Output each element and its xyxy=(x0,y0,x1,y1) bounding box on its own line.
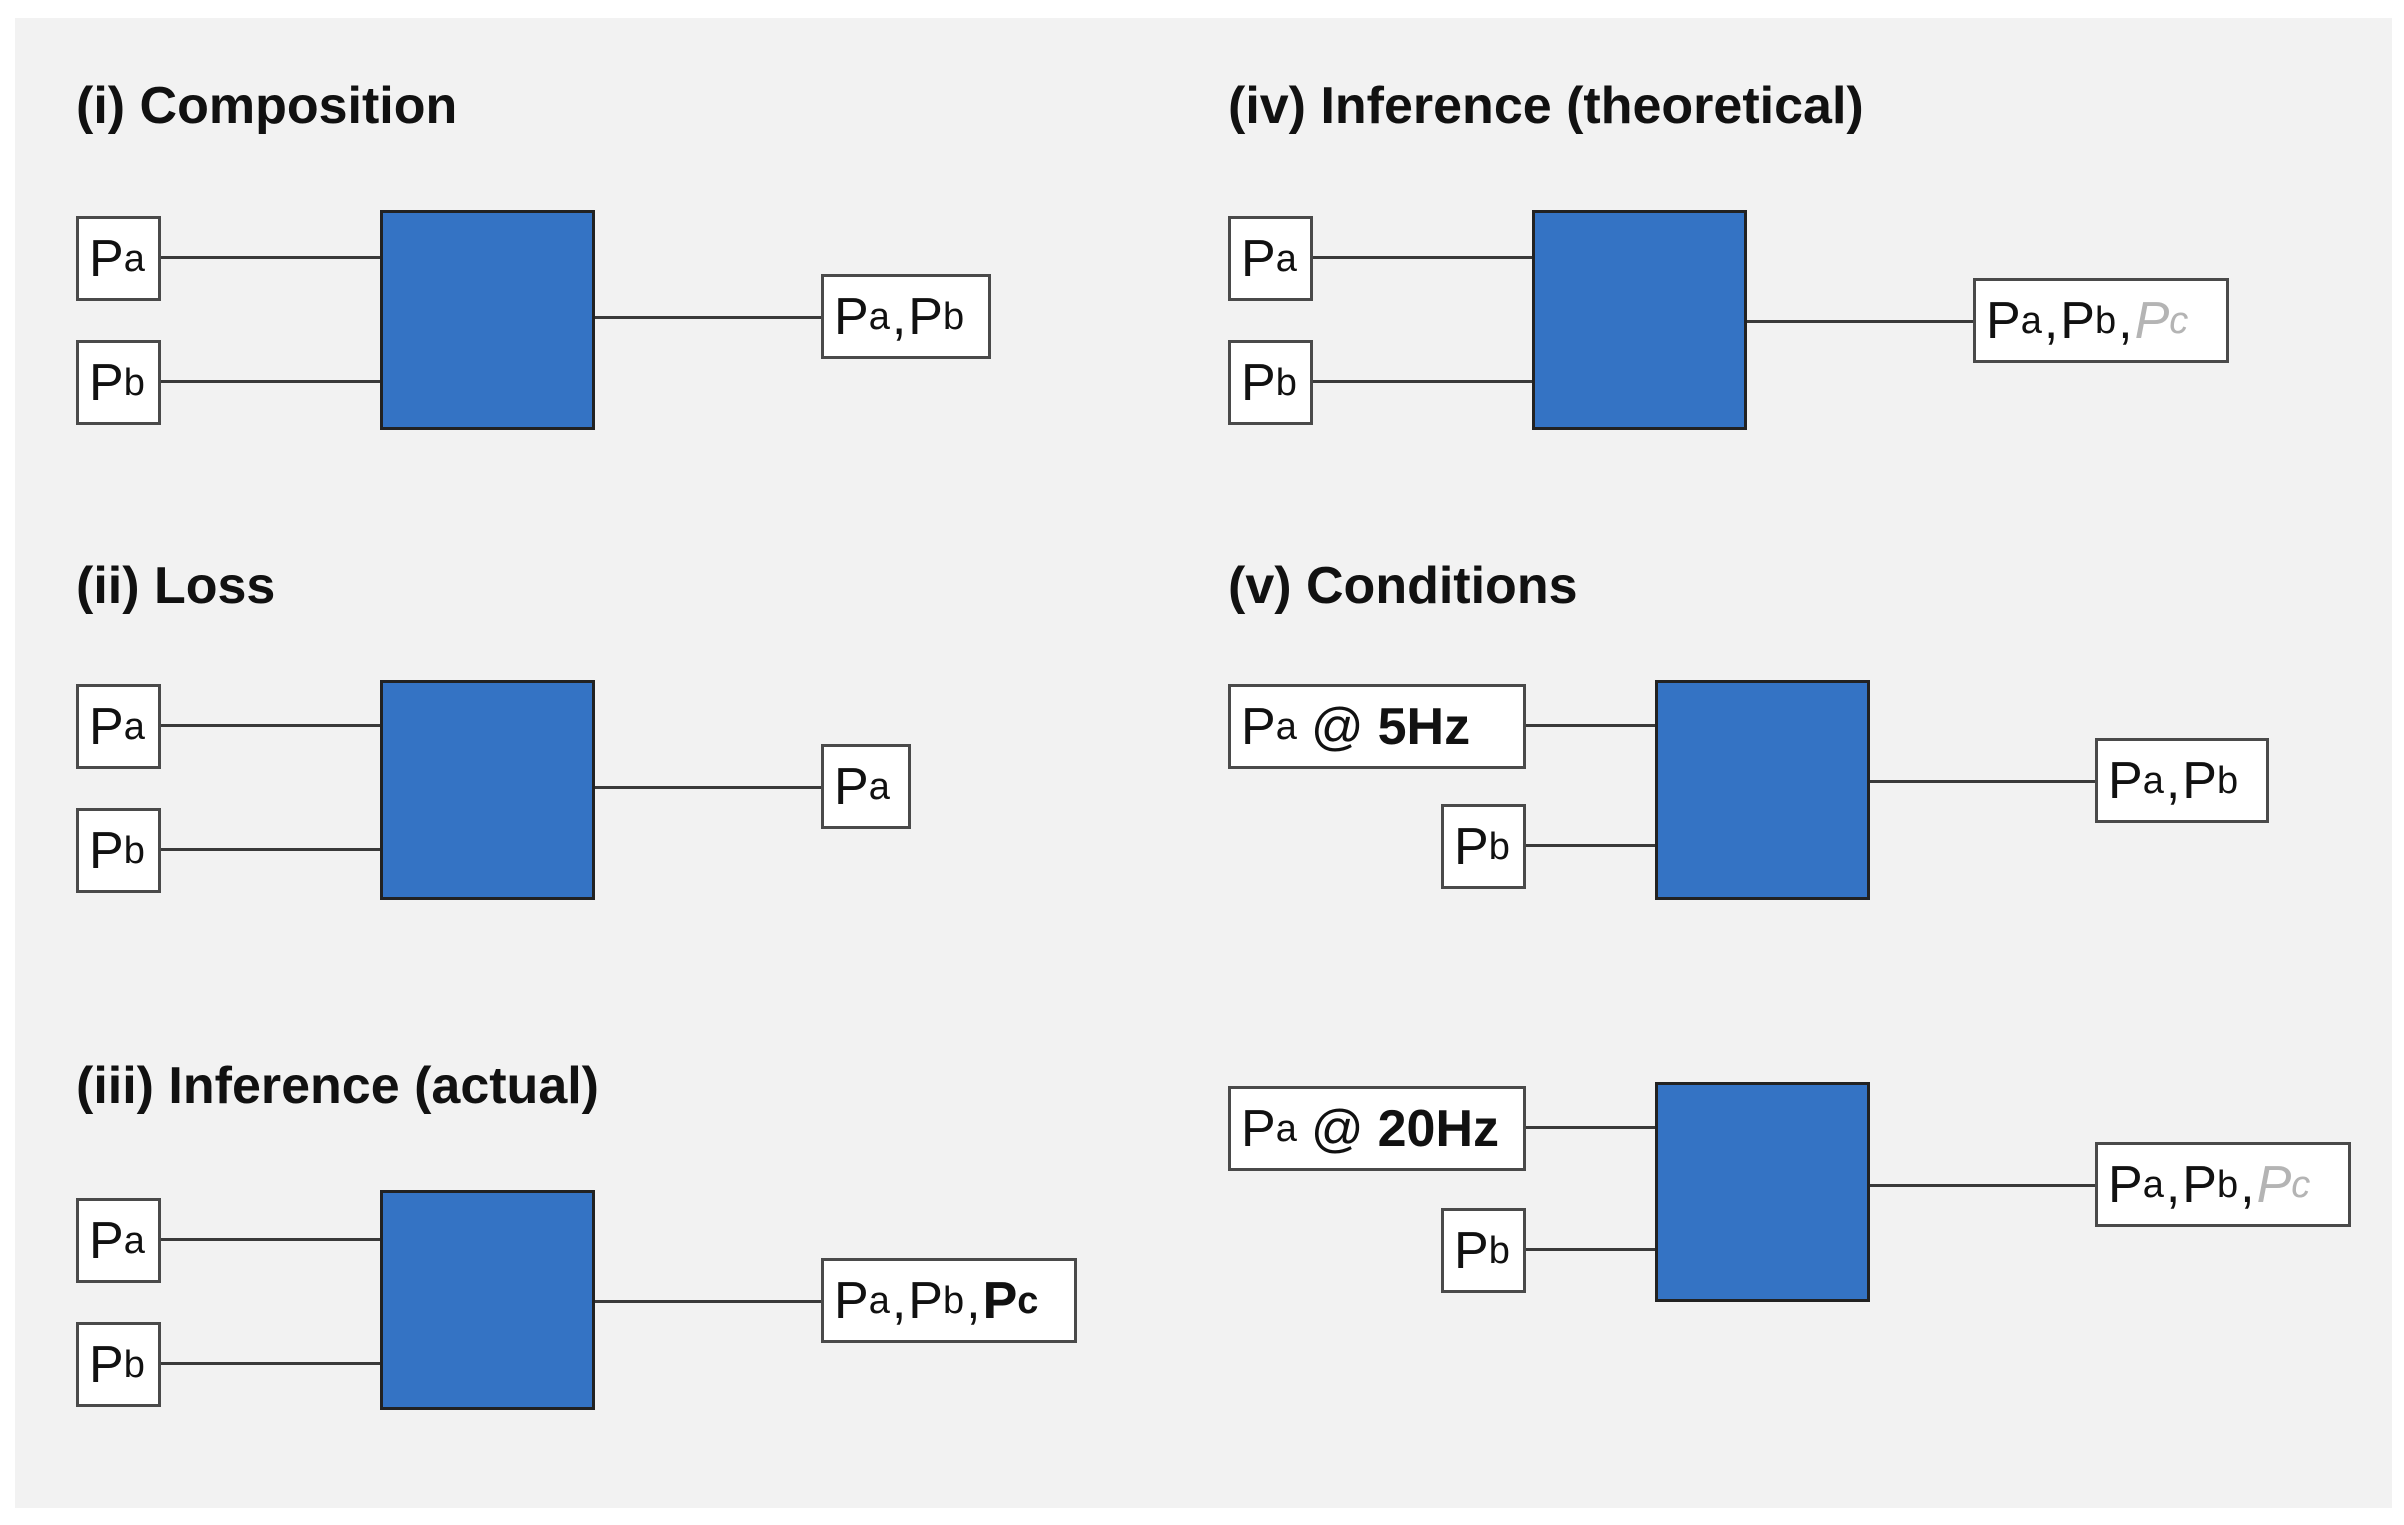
wire-i-a xyxy=(160,256,397,259)
wire-iii-a xyxy=(160,1238,397,1241)
block-i xyxy=(380,210,595,430)
title-inference-theoretical: (iv) Inference (theoretical) xyxy=(1228,77,1864,135)
title-conditions: (v) Conditions xyxy=(1228,557,1578,615)
wire-iv-out xyxy=(1747,320,1975,323)
block-iv xyxy=(1532,210,1747,430)
wire-v1-out xyxy=(1870,780,2098,783)
title-composition: (i) Composition xyxy=(76,77,458,135)
wire-ii-b xyxy=(160,848,397,851)
block-v1 xyxy=(1655,680,1870,900)
wire-i-out xyxy=(595,316,831,319)
wire-iv-b xyxy=(1312,380,1549,383)
title-inference-actual: (iii) Inference (actual) xyxy=(76,1057,599,1115)
wire-v1-a xyxy=(1525,724,1670,727)
wire-v2-b xyxy=(1525,1248,1670,1251)
wire-ii-a xyxy=(160,724,397,727)
block-iii xyxy=(380,1190,595,1410)
wire-iii-out xyxy=(595,1300,831,1303)
wire-iii-b xyxy=(160,1362,397,1365)
block-v2 xyxy=(1655,1082,1870,1302)
wire-v1-b xyxy=(1525,844,1670,847)
wire-ii-out xyxy=(595,786,831,789)
title-loss: (ii) Loss xyxy=(76,557,276,615)
block-ii xyxy=(380,680,595,900)
wire-i-b xyxy=(160,380,397,383)
wire-iv-a xyxy=(1312,256,1549,259)
wire-v2-a xyxy=(1525,1126,1670,1129)
wire-v2-out xyxy=(1870,1184,2098,1187)
